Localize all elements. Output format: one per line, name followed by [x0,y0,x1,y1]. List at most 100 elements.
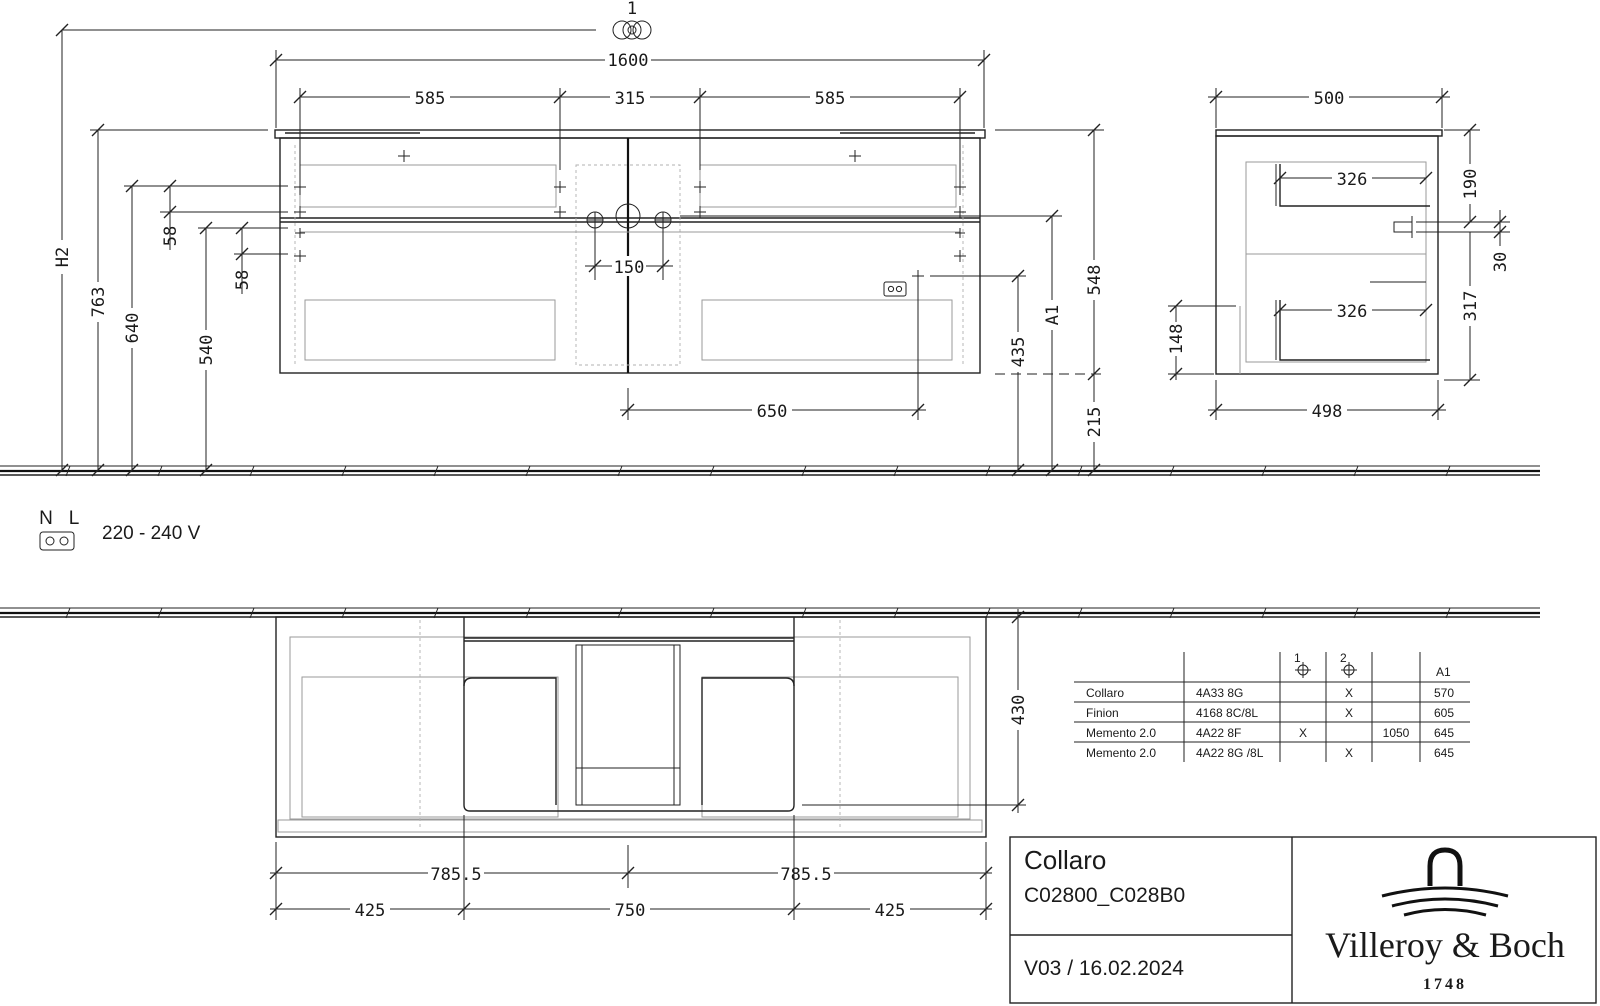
dim-lower-offset-label: 317 [1461,291,1481,322]
table-cell-code: 4A22 8F [1196,726,1241,740]
table-marker-icon-2 [1341,662,1357,678]
dim-drawer-one-height: 640 [122,179,288,477]
dim-gap-upper-label: 58 [161,226,181,246]
dim-middle-section-label: 315 [615,89,646,109]
table-header-marker-1: 1 [1294,651,1301,665]
dim-side-height: 148 [1166,299,1236,381]
dim-overall-height-label: H2 [53,247,73,267]
table-cell-code: 4A33 8G [1196,686,1243,700]
dim-socket-height-label: 435 [1009,337,1029,368]
front-worktop [274,129,986,139]
dim-gap-lower-label: 58 [233,270,253,290]
dim-half-left-label: 785.5 [430,865,481,885]
side-view: 500 498 326 326 190 [1166,87,1511,422]
table-row: Memento 2.0 4A22 8F X 1050 645 [1086,726,1454,740]
plan-view: 430 785.5 785.5 425 750 425 [269,609,1029,921]
dim-gap-upper: 58 [160,179,288,250]
dim-depth-bottom: 498 [1208,380,1446,422]
dim-plan-segments: 425 750 425 [269,815,993,921]
table-marker-icon-1 [1295,662,1311,678]
product-name: Collaro [1024,845,1106,875]
title-block: Collaro C02800_C028B0 V03 / 16.02.2024 V… [1009,836,1597,1004]
product-code: C02800_C028B0 [1024,884,1185,907]
table-cell-col2: X [1345,686,1353,700]
table-cell-code: 4168 8C/8L [1196,706,1258,720]
dim-right-section-label: 585 [815,89,846,109]
dim-outer-right-label: 425 [875,901,906,921]
voltage-label: 220 - 240 V [102,523,201,544]
socket-symbol [883,281,907,297]
dim-depth-top: 500 [1208,87,1450,128]
brand-logo-icon [1381,847,1509,917]
dim-total-width: 1600 [269,49,991,128]
dim-socket-offset: 650 [620,282,926,422]
table-cell-name: Collaro [1086,686,1124,700]
dim-left-section-label: 585 [415,89,446,109]
dim-upper-drawer-depth-label: 326 [1337,170,1368,190]
dim-drawer-two-height-label: 540 [197,335,217,366]
dim-centre-label: 750 [615,901,646,921]
table-cell-name: Memento 2.0 [1086,746,1156,760]
dim-hole-spacing-label: 150 [614,258,645,278]
compat-table: 1 2 A1 Collaro 4A33 8G X 570 Finion 4168… [1074,651,1470,762]
table-cell-a1: 605 [1434,706,1454,720]
dim-hole-spacing: 150 [585,226,673,280]
dim-lower-drawer-depth: 326 [1273,300,1433,322]
table-cell-name: Finion [1086,706,1119,720]
table-cell-a1: 570 [1434,686,1454,700]
dim-a1-label: A1 [1043,305,1063,325]
table-cell-col2: X [1345,706,1353,720]
dim-half-right-label: 785.5 [780,865,831,885]
table-cell-a1: 645 [1434,726,1454,740]
dim-overall-height: H2 [52,23,73,477]
dim-top-height-label: 763 [89,287,109,318]
label-neutral: N [39,508,53,529]
table-header-a1: A1 [1436,665,1451,679]
dim-body-height: 548 [995,123,1105,381]
dim-top-offset-label: 190 [1461,169,1481,200]
table-cell-a1: 645 [1434,746,1454,760]
table-cell-code: 4A22 8G /8L [1196,746,1264,760]
dim-lower-drawer-depth-label: 326 [1337,302,1368,322]
dim-socket-offset-label: 650 [757,402,788,422]
dim-gap-lower: 58 [233,221,288,294]
dim-pipe-gap-label: 30 [1491,252,1511,272]
table-header-marker-2: 2 [1340,651,1347,665]
dim-body-height-label: 548 [1085,265,1105,296]
dim-depth-bottom-label: 498 [1312,402,1343,422]
floor-line [0,465,1540,477]
side-worktop [1215,129,1443,137]
brand-name: Villeroy & Boch [1325,925,1565,965]
dim-depth-top-label: 500 [1314,89,1345,109]
dim-side-height-label: 148 [1167,324,1187,355]
dim-lower-offset: 317 [1444,232,1481,387]
table-row: Memento 2.0 4A22 8G /8L X 645 [1086,746,1454,760]
side-pipe-connector [1393,221,1413,233]
table-cell-name: Memento 2.0 [1086,726,1156,740]
table-cell-col1: X [1299,726,1307,740]
marker-symbol-1 [612,20,652,40]
brand-year: 1748 [1423,976,1467,993]
dim-drawer-two-height: 540 [196,221,288,477]
plan-cabinet-outline [275,616,987,838]
dim-floor-clearance: 215 [1084,374,1105,477]
dim-drawer-one-height-label: 640 [123,313,143,344]
socket-icon [39,531,75,551]
water-connection-holes [586,203,672,229]
dim-sections: 585 315 585 [293,87,967,195]
dim-outer-left-label: 425 [355,901,386,921]
dim-floor-clearance-label: 215 [1085,407,1105,438]
dim-socket-height: 435 [930,269,1029,477]
electrical-legend: N L 220 - 240 V [39,508,201,551]
version-date: V03 / 16.02.2024 [1024,957,1184,980]
dim-top-height: 763 [88,123,268,477]
dim-pipe-gap: 30 [1416,210,1511,272]
dim-plan-halves: 785.5 785.5 [269,842,993,920]
dim-plan-depth-label: 430 [1009,695,1029,726]
table-cell-col3: 1050 [1383,726,1410,740]
label-live: L [69,508,80,529]
dim-a1: A1 [680,209,1063,477]
dim-upper-drawer-depth: 326 [1273,168,1433,190]
